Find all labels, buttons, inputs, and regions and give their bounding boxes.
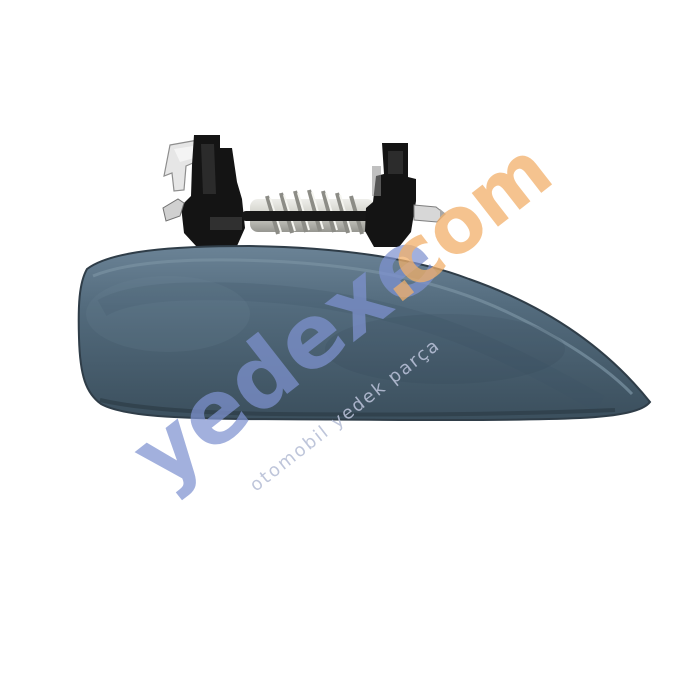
handle-mechanism [162,135,446,247]
handle-body [77,244,652,421]
